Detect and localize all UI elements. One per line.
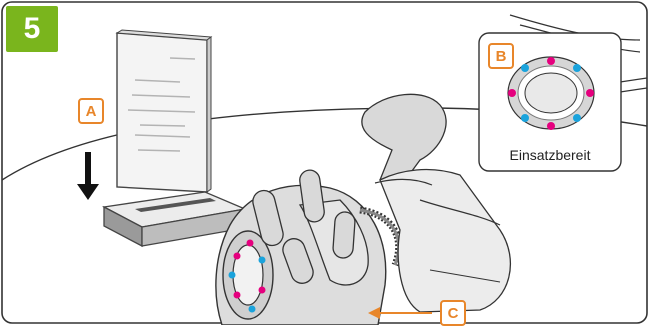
- label-c: C: [440, 300, 466, 326]
- certificate-card: [117, 30, 211, 192]
- inset-caption: Einsatzbereit: [479, 147, 621, 163]
- step-number-badge: 5: [6, 6, 58, 52]
- label-b: B: [488, 43, 514, 69]
- label-a: A: [78, 98, 104, 124]
